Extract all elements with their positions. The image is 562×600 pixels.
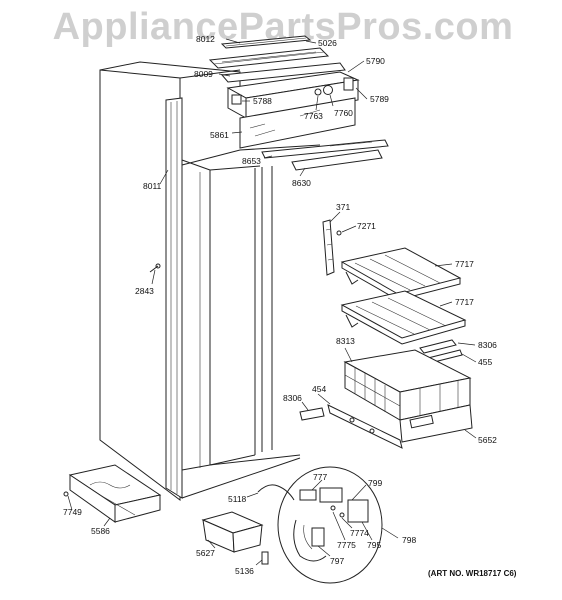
part-label-7749: 7749 (63, 507, 82, 517)
part-label-2843: 2843 (135, 286, 154, 296)
control-housing (226, 71, 360, 119)
part-label-8012: 8012 (196, 34, 215, 44)
part-label-7760: 7760 (334, 108, 353, 118)
part-label-5788: 5788 (253, 96, 272, 106)
part-label-5026: 5026 (318, 38, 337, 48)
part-label-777: 777 (313, 472, 328, 482)
screw (149, 263, 161, 273)
top-trim (208, 35, 346, 83)
part-label-7763: 7763 (304, 111, 323, 121)
part-label-8313: 8313 (336, 336, 355, 346)
part-label-7717-upper: 7717 (455, 259, 474, 269)
wire-clip (257, 484, 295, 501)
part-label-799: 799 (368, 478, 383, 488)
part-label-454: 454 (312, 384, 327, 394)
part-label-797: 797 (330, 556, 345, 566)
part-label-8630: 8630 (292, 178, 311, 188)
part-label-5586: 5586 (91, 526, 110, 536)
art-number: (ART NO. WR18717 C6) (428, 569, 517, 578)
clip (261, 551, 269, 565)
part-label-7717-lower: 7717 (455, 297, 474, 307)
part-label-5861: 5861 (210, 130, 229, 140)
part-label-5118: 5118 (228, 494, 247, 504)
part-label-8009: 8009 (194, 69, 213, 79)
shelf-lower (340, 290, 467, 345)
part-label-5789: 5789 (370, 94, 389, 104)
part-label-795: 795 (367, 540, 382, 550)
part-label-7775: 7775 (337, 540, 356, 550)
part-label-5652: 5652 (478, 435, 497, 445)
part-label-7271: 7271 (357, 221, 376, 231)
part-label-5136: 5136 (235, 566, 254, 576)
shelf-support-strip (322, 219, 342, 276)
part-label-371: 371 (336, 202, 351, 212)
part-label-7774: 7774 (350, 528, 369, 538)
electrical-detail-circle (277, 466, 383, 584)
part-label-798: 798 (402, 535, 417, 545)
drawer-slides-left (299, 404, 403, 449)
part-label-8306-right: 8306 (478, 340, 497, 350)
part-label-455: 455 (478, 357, 493, 367)
evaporator-cover (63, 464, 162, 523)
part-label-8653: 8653 (242, 156, 261, 166)
part-label-5627: 5627 (196, 548, 215, 558)
cabinet-body (99, 61, 321, 501)
wire-basket (343, 349, 473, 443)
part-label-8306-left: 8306 (283, 393, 302, 403)
drip-tray (201, 511, 264, 553)
part-label-8011: 8011 (143, 181, 162, 191)
leader-lines (67, 38, 477, 566)
rails (261, 139, 389, 171)
part-label-5790: 5790 (366, 56, 385, 66)
